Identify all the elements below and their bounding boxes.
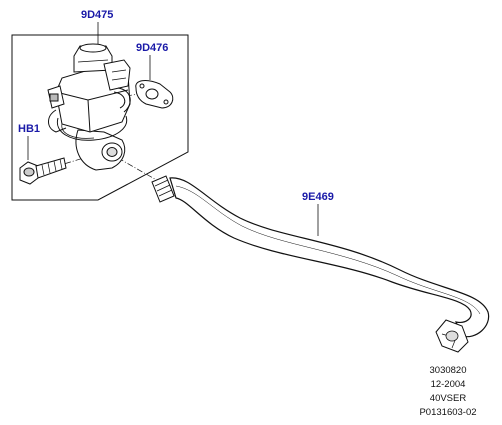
egr-tube bbox=[151, 175, 490, 353]
gasket bbox=[135, 80, 174, 109]
alignment-line-outlet bbox=[117, 157, 161, 183]
callout-hb1: HB1 bbox=[18, 123, 40, 135]
info-line-3: 40VSER bbox=[429, 393, 467, 404]
callout-9d476: 9D476 bbox=[136, 42, 168, 54]
info-line-2: 12-2004 bbox=[430, 379, 466, 390]
egr-valve bbox=[47, 43, 131, 171]
callout-9d475: 9D475 bbox=[81, 9, 113, 21]
detail-frame bbox=[11, 34, 189, 201]
info-line-1: 3030820 bbox=[429, 365, 467, 376]
info-line-4: P0131603-02 bbox=[419, 407, 477, 418]
bolt bbox=[19, 157, 67, 185]
callout-9e469: 9E469 bbox=[302, 191, 334, 203]
